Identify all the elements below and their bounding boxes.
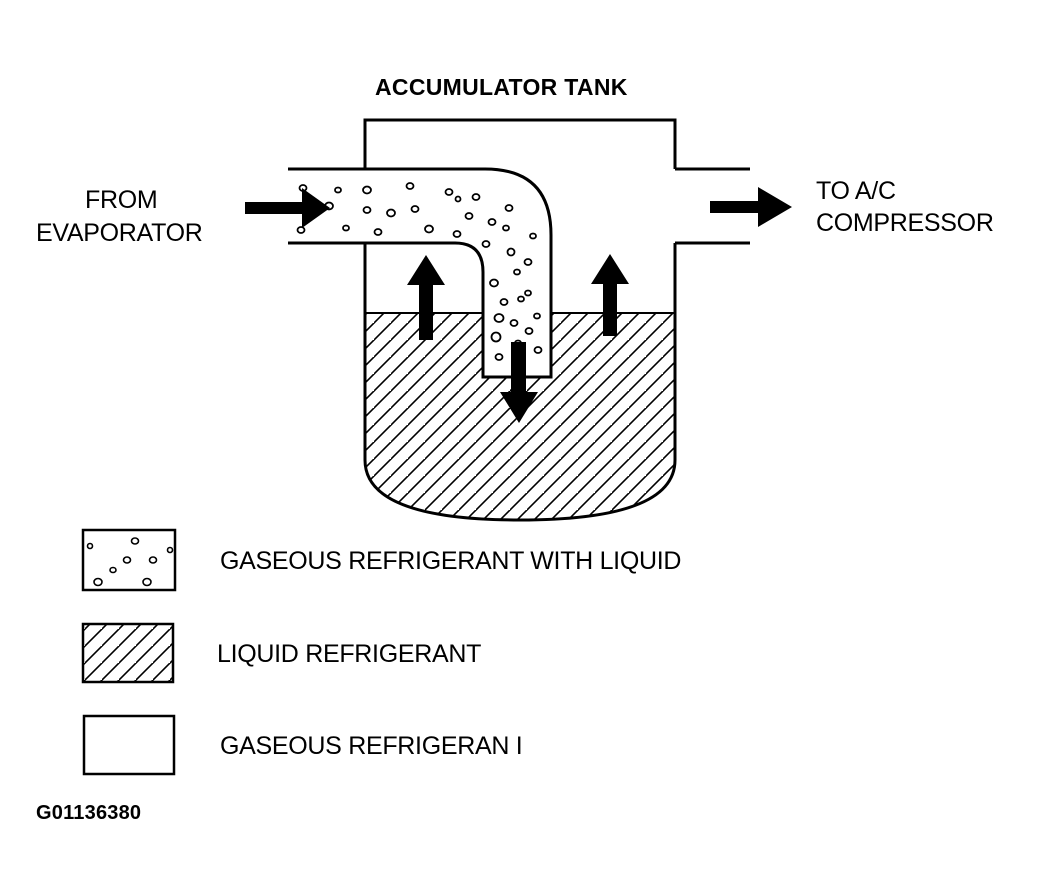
bubble (523, 258, 533, 266)
bubble (517, 295, 525, 303)
tank-outline (363, 118, 677, 522)
bubble (424, 224, 434, 234)
legend-label-liquid: LIQUID REFRIGERANT (217, 640, 482, 668)
bubble (489, 278, 499, 288)
bubble (499, 298, 509, 306)
bubble (513, 268, 521, 276)
bubble (342, 224, 350, 232)
outlet-label-line2: COMPRESSOR (816, 209, 994, 237)
outlet-pipe (675, 167, 750, 245)
bubble (490, 331, 502, 343)
bubble (524, 289, 532, 297)
inlet-tube (288, 167, 553, 379)
bubble (471, 193, 481, 201)
outlet-arrow-icon (710, 187, 792, 227)
liquid-drop-arrow-icon (500, 342, 538, 423)
legend-label-gas: GASEOUS REFRIGERAN I (220, 732, 523, 760)
bubble (148, 556, 158, 564)
legend-label-gas-liquid: GASEOUS REFRIGERANT WITH LIQUID (220, 547, 682, 575)
bubble (362, 185, 372, 195)
vapor-rise-arrow-right-icon (591, 254, 629, 336)
bubble (504, 204, 514, 212)
bubble (494, 353, 504, 361)
figure-code: G01136380 (36, 802, 142, 824)
bubble (86, 542, 94, 550)
bubble (502, 224, 510, 232)
bubble (109, 566, 117, 574)
bubble (533, 346, 543, 354)
diagram-title: ACCUMULATOR TANK (375, 74, 628, 100)
bubble (405, 182, 415, 190)
bubble (509, 319, 519, 327)
bubble (122, 556, 132, 564)
bubble (93, 577, 103, 587)
bubble (373, 228, 383, 236)
bubble (410, 205, 420, 213)
bubble (130, 537, 140, 545)
bubble (386, 208, 396, 218)
legend-swatch-blank (82, 714, 176, 776)
bubble (487, 218, 497, 226)
bubble (493, 313, 505, 323)
bubble (142, 577, 152, 587)
bubble (166, 546, 174, 554)
bubble (296, 226, 306, 234)
gas-liquid-bubbles (296, 182, 543, 361)
bubble (362, 206, 372, 214)
bubble (533, 312, 541, 320)
inlet-label-line2: EVAPORATOR (36, 219, 203, 247)
legend-swatch-hatch (81, 622, 175, 684)
bubble (454, 195, 462, 203)
bubble (506, 247, 516, 257)
vapor-rise-arrow-left-icon (407, 255, 445, 340)
bubble (524, 327, 534, 335)
bubble (334, 186, 342, 194)
bubble (452, 230, 462, 238)
bubble (529, 232, 537, 240)
legend-dots-pattern (86, 537, 174, 587)
bubble (444, 188, 454, 196)
inlet-label-line1: FROM (85, 186, 158, 214)
bubble (481, 240, 491, 248)
bubble (464, 212, 474, 220)
outlet-label-line1: TO A/C (816, 177, 896, 205)
inlet-arrow-icon (245, 188, 330, 228)
